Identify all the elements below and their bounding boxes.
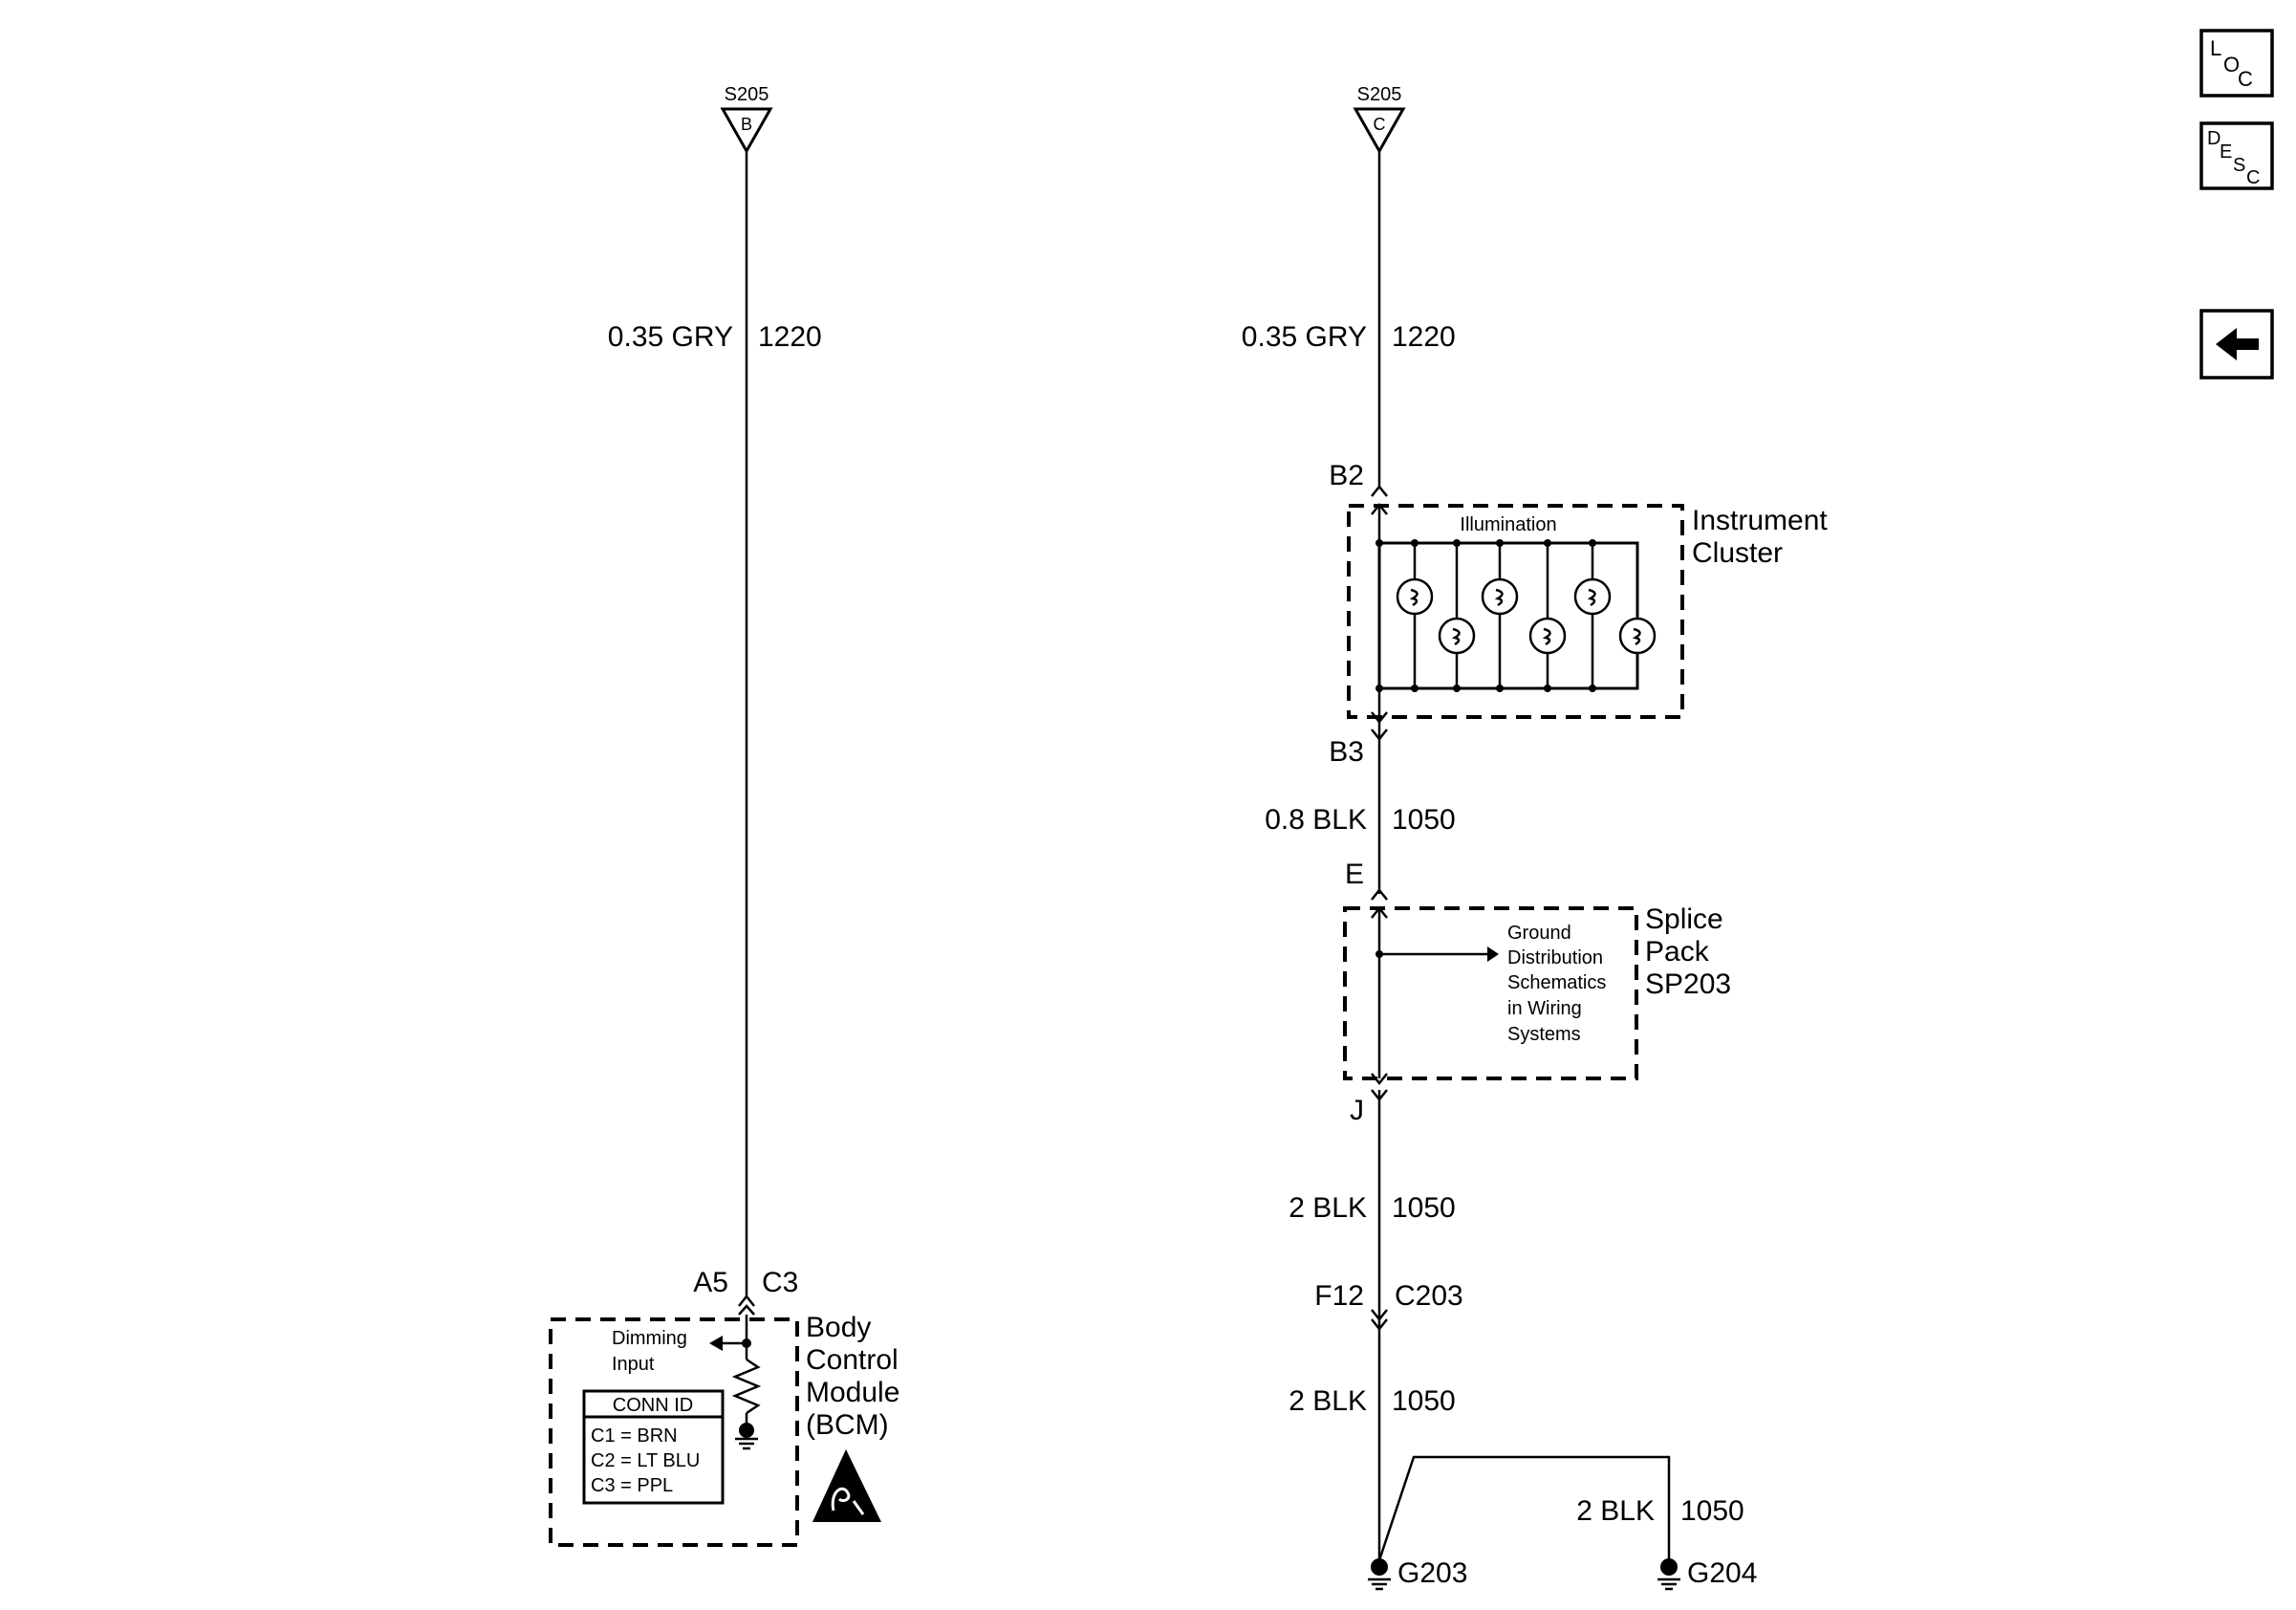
splice-pack-box: [1343, 906, 1638, 1080]
wire2-spec: 0.8 BLK: [1265, 804, 1367, 836]
left-splice-triangle: [720, 107, 773, 155]
instrument-cluster-box: [1347, 504, 1684, 719]
splice-pack-label-line: SP203: [1645, 968, 1731, 1000]
ground-note-line: Distribution: [1507, 947, 1603, 968]
splice-pack-label-line: Pack: [1645, 936, 1710, 968]
right-splice-label: S205: [1357, 84, 1402, 105]
ground-distribution-arrow: [1487, 946, 1499, 962]
left-wire-spec: 0.35 GRY: [608, 321, 733, 353]
pin-e: E: [1345, 859, 1364, 890]
desc-letter-s: S: [2233, 155, 2245, 176]
bcm-box: [549, 1317, 799, 1547]
right-circuit: S205 C 0.35 GRY 1220 B2 Illumination: [1242, 84, 1828, 1591]
loc-letter-c: C: [2238, 67, 2253, 91]
bcm-resistor: [731, 1358, 762, 1415]
back-button[interactable]: [2199, 309, 2274, 380]
dimming-label-2: Input: [612, 1354, 655, 1375]
conn-id-table: [582, 1389, 725, 1505]
left-circuit: S205 B 0.35 GRY 1220 A5 C3 Dimming Input…: [549, 84, 899, 1547]
ground-g203-symbol: [1368, 1558, 1391, 1591]
connector-c203: C203: [1395, 1280, 1463, 1312]
lamp-bulb-icon: [1438, 539, 1476, 692]
desc-letter-c: C: [2246, 167, 2260, 188]
loc-letter-l: L: [2210, 36, 2221, 60]
ground-note-line: Systems: [1507, 1024, 1581, 1045]
pin-f12: F12: [1314, 1280, 1364, 1312]
right-splice-triangle: [1353, 107, 1406, 155]
illumination-label: Illumination: [1460, 514, 1556, 535]
desc-button[interactable]: D E S C: [2199, 121, 2274, 190]
pin-b3: B3: [1329, 736, 1364, 768]
dimming-label-1: Dimming: [612, 1328, 687, 1349]
cluster-label-line: Cluster: [1692, 537, 1783, 569]
bcm-ground-symbol: [735, 1423, 758, 1450]
bcm-label-line: (BCM): [806, 1409, 889, 1441]
lamp-bulb-icon: [1573, 539, 1612, 692]
left-pin-c3: C3: [762, 1267, 798, 1298]
wire2-circuit: 1050: [1392, 804, 1456, 836]
bcm-label-line: Module: [806, 1377, 899, 1408]
desc-letter-e: E: [2220, 141, 2232, 163]
lamp-bulb-icon: [1396, 539, 1434, 692]
illumination-bulb-array: [1375, 539, 1639, 692]
lamp-bulb-icon: [1481, 539, 1519, 692]
ground-note-line: in Wiring: [1507, 998, 1582, 1019]
loc-button[interactable]: L O C: [2199, 29, 2274, 98]
pin-b2: B2: [1329, 460, 1364, 491]
lamp-bulb-icon: [1618, 617, 1657, 655]
conn-id-row: C1 = BRN: [591, 1425, 678, 1447]
left-splice-label: S205: [725, 84, 769, 105]
conn-id-row: C2 = LT BLU: [591, 1450, 700, 1471]
left-pin-a5: A5: [693, 1267, 728, 1298]
cluster-label-line: Instrument: [1692, 505, 1828, 536]
ground-note-line: Ground: [1507, 923, 1571, 944]
left-splice-pin: B: [741, 115, 752, 134]
wire3-circuit: 1050: [1392, 1192, 1456, 1224]
wire4-spec: 2 BLK: [1289, 1385, 1367, 1417]
dimming-input-arrow: [709, 1336, 723, 1351]
wire5-circuit: 1050: [1680, 1495, 1744, 1527]
conn-id-header: CONN ID: [613, 1395, 693, 1416]
left-arrow-icon: [2216, 328, 2259, 360]
pin-j: J: [1350, 1095, 1364, 1126]
splice-pack-label-line: Splice: [1645, 903, 1723, 935]
esd-warning-icon: [812, 1449, 881, 1522]
ground-note-line: Schematics: [1507, 972, 1606, 993]
wire5-spec: 2 BLK: [1576, 1495, 1655, 1527]
ground-g203-label: G203: [1397, 1557, 1467, 1589]
right-wire-spec: 0.35 GRY: [1242, 321, 1367, 353]
left-circuit-number: 1220: [758, 321, 822, 353]
ground-g204-label: G204: [1687, 1557, 1757, 1589]
conn-id-row: C3 = PPL: [591, 1475, 673, 1496]
lamp-bulb-icon: [1528, 539, 1567, 692]
ground-g204-symbol: [1657, 1558, 1680, 1591]
bcm-label-line: Body: [806, 1312, 871, 1343]
right-circuit-number: 1220: [1392, 321, 1456, 353]
wire3-spec: 2 BLK: [1289, 1192, 1367, 1224]
desc-letter-d: D: [2207, 128, 2220, 149]
right-splice-pin: C: [1374, 115, 1386, 134]
bcm-label-line: Control: [806, 1344, 899, 1376]
wire4-circuit: 1050: [1392, 1385, 1456, 1417]
loc-letter-o: O: [2223, 53, 2240, 76]
